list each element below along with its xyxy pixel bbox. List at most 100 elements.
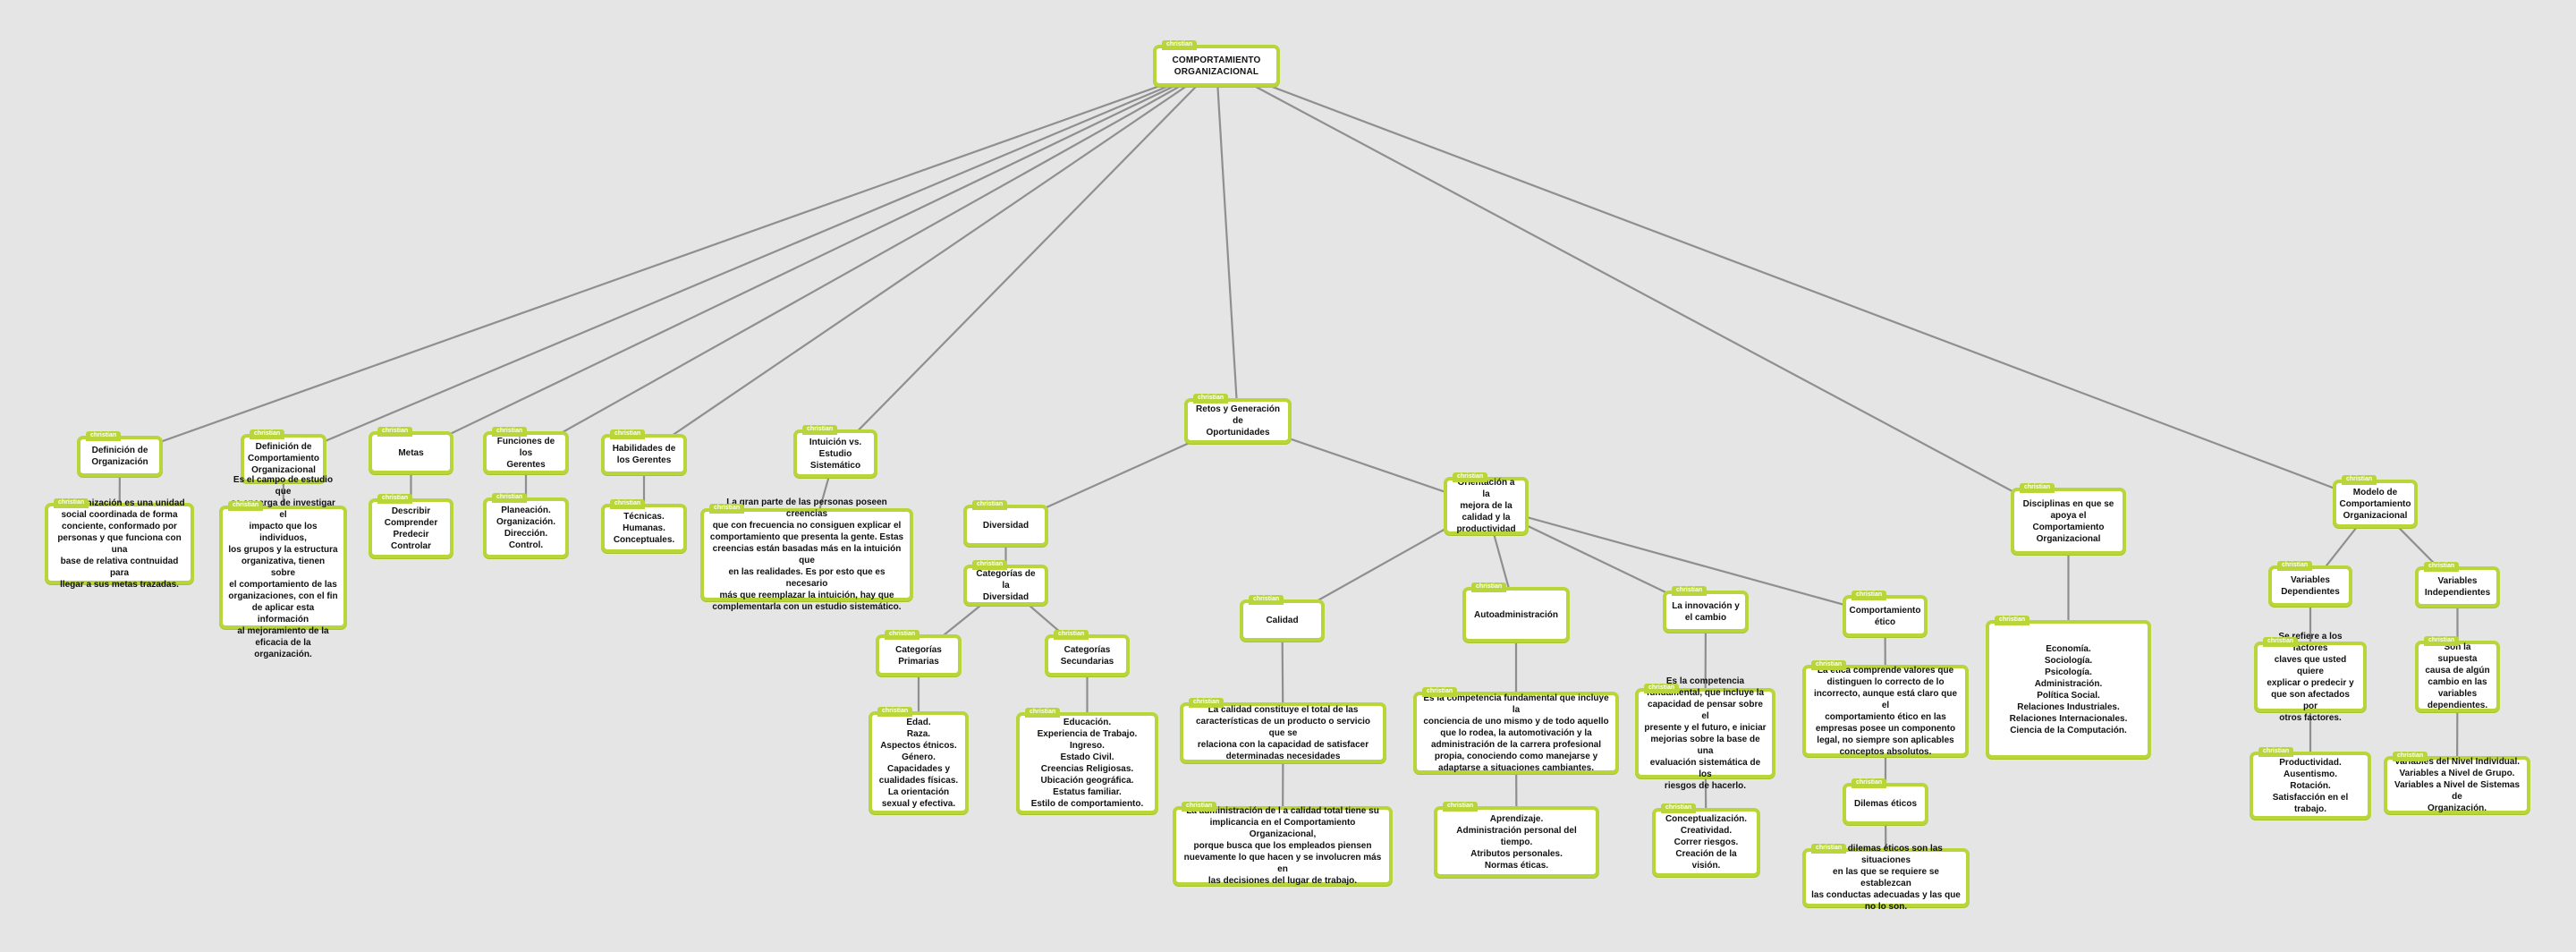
- node-text: Planeación. Organización. Dirección. Con…: [496, 506, 556, 550]
- author-tag: christian: [54, 498, 89, 508]
- node-text: La gran parte de las personas poseen cre…: [709, 497, 904, 612]
- author-tag: christian: [1249, 595, 1284, 605]
- node-text: La organización es una unidad social coo…: [54, 497, 185, 590]
- connector-root-func: [525, 64, 1217, 454]
- node-text: Educación. Experiencia de Trabajo. Ingre…: [1030, 718, 1144, 809]
- author-tag: christian: [1852, 778, 1887, 788]
- author-tag: christian: [885, 630, 920, 640]
- connector-root-modelo: [1216, 64, 2376, 506]
- author-tag: christian: [2424, 636, 2460, 646]
- author-tag: christian: [2258, 747, 2294, 757]
- node-text: Técnicas. Humanas. Conceptuales.: [613, 512, 675, 545]
- author-tag: christian: [1422, 687, 1458, 697]
- author-tag: christian: [228, 501, 264, 511]
- node-text: Autoadministración: [1474, 609, 1558, 620]
- node-text: Disciplinas en que se apoya el Comportam…: [2022, 498, 2114, 544]
- node-text: La ética comprende valores que distingue…: [1813, 665, 1958, 757]
- author-tag: christian: [1025, 708, 1061, 718]
- node-text: Productividad. Ausentismo. Rotación. Sat…: [2272, 757, 2349, 814]
- connector-root-defCO: [283, 64, 1217, 460]
- node-text: Calidad: [1266, 616, 1299, 625]
- author-tag: christian: [1644, 684, 1680, 693]
- author-tag: christian: [1811, 844, 1847, 854]
- connector-orient-etico: [1486, 505, 1885, 617]
- author-tag: christian: [972, 560, 1008, 570]
- author-tag: christian: [250, 429, 285, 439]
- node-text: Variables del Nivel Individual. Variable…: [2394, 757, 2521, 813]
- node-text: Habilidades de los Gerentes: [612, 444, 676, 465]
- node-text: Metas: [398, 447, 424, 458]
- node-text: Son la supuesta causa de algún cambio en…: [2425, 642, 2490, 710]
- node-text: Es la competencia fundamental que incluy…: [1423, 693, 1609, 773]
- author-tag: christian: [1443, 802, 1479, 812]
- connector-root-retos: [1215, 65, 1240, 421]
- node-dilemas-d[interactable]: christianLos dilemas éticos son las situ…: [1802, 844, 1970, 912]
- author-tag: christian: [2424, 562, 2460, 572]
- node-text: Edad. Raza. Aspectos étnicos. Género. Ca…: [878, 717, 959, 809]
- author-tag: christian: [1852, 591, 1887, 600]
- node-text: Retos y Generación de Oportunidades: [1196, 404, 1280, 438]
- author-tag: christian: [1193, 394, 1229, 404]
- author-tag: christian: [1162, 40, 1198, 50]
- node-text: Orientación a la mejora de la calidad y …: [1456, 478, 1516, 534]
- node-text: Economía. Sociología. Psicología. Admini…: [2009, 643, 2128, 735]
- node-text: Diversidad: [982, 521, 1030, 531]
- author-tag: christian: [1661, 803, 1697, 813]
- author-tag: christian: [877, 707, 913, 717]
- node-text: La innovación y el cambio: [1672, 600, 1740, 623]
- author-tag: christian: [86, 431, 122, 441]
- node-text: Definición de Organización: [91, 446, 148, 467]
- node-text: Categorías de la Diversidad: [976, 568, 1036, 602]
- author-tag: christian: [2263, 637, 2299, 647]
- node-text: Intuición vs. Estudio Sistemático: [809, 437, 862, 471]
- author-tag: christian: [610, 499, 646, 509]
- author-tag: christian: [2020, 483, 2055, 493]
- node-text: Variables Independientes: [2424, 576, 2491, 598]
- author-tag: christian: [709, 504, 745, 514]
- node-text: Categorías Secundarias: [1060, 644, 1114, 667]
- node-text: Funciones de los Gerentes: [496, 436, 555, 470]
